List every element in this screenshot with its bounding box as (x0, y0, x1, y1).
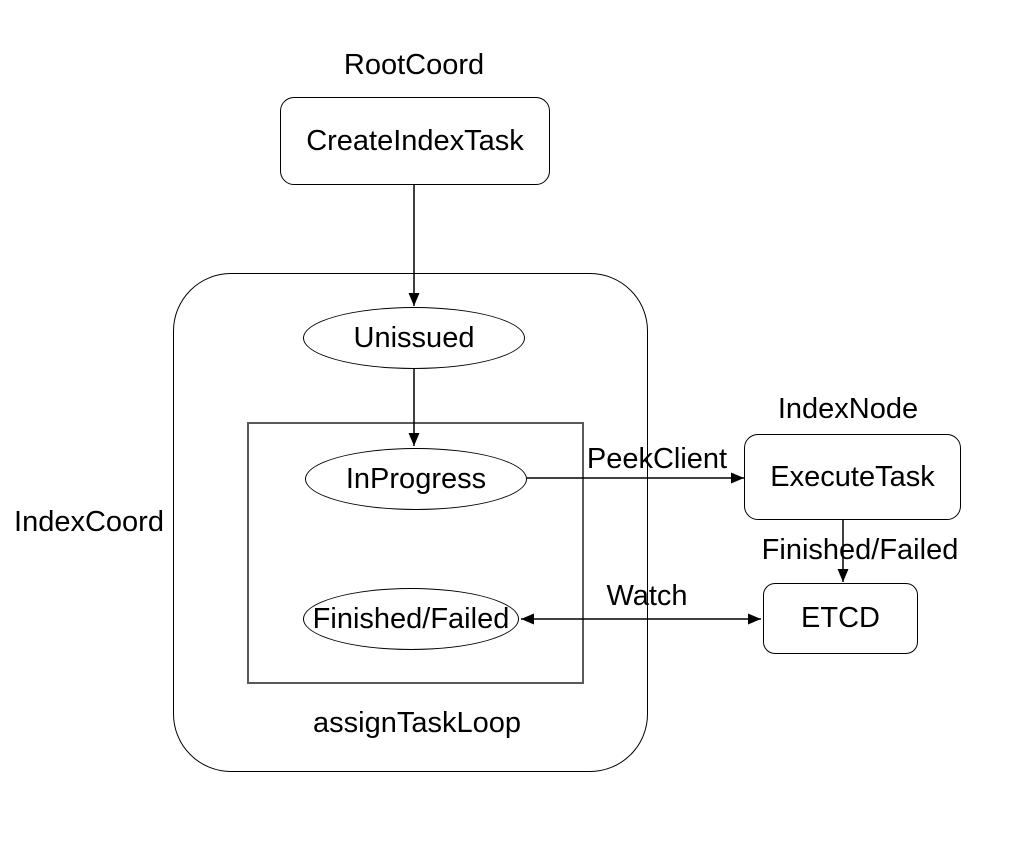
node-unissued-label: Unissued (353, 321, 475, 354)
rootcoord-label: RootCoord (343, 49, 485, 81)
assigntaskloop-box (247, 422, 584, 684)
node-finished-failed-label: Finished/Failed (312, 602, 510, 635)
node-in-progress-label: InProgress (345, 462, 487, 495)
node-execute-task-label: ExecuteTask (770, 460, 935, 493)
indexcoord-label: IndexCoord (14, 506, 164, 538)
edge-watch-label: Watch (606, 580, 688, 612)
node-create-index-task-label: CreateIndexTask (306, 124, 524, 157)
node-finished-failed: Finished/Failed (303, 588, 519, 650)
edge-peekclient-label: PeekClient (586, 443, 728, 475)
node-unissued: Unissued (303, 307, 525, 369)
node-execute-task: ExecuteTask (744, 434, 961, 520)
node-in-progress: InProgress (305, 448, 527, 510)
indexcoord-container-box (173, 273, 648, 772)
edge-finished-failed-label: Finished/Failed (761, 534, 959, 566)
node-etcd: ETCD (763, 583, 918, 654)
assigntaskloop-label: assignTaskLoop (313, 707, 521, 739)
node-create-index-task: CreateIndexTask (280, 97, 550, 185)
indexnode-label: IndexNode (777, 393, 919, 425)
node-etcd-label: ETCD (801, 602, 880, 634)
